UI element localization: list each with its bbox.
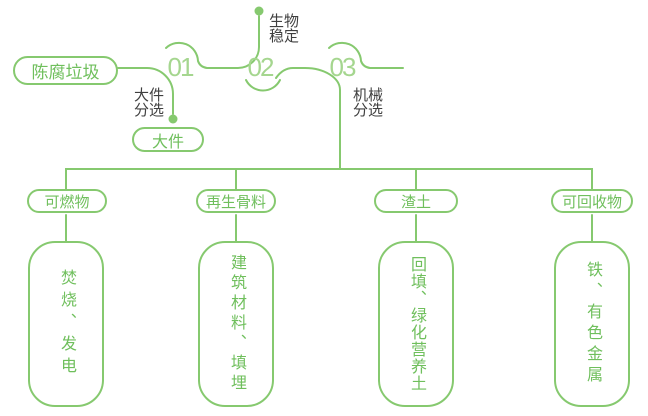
step-number-2: 02 xyxy=(247,51,275,82)
branch-line xyxy=(65,168,593,190)
arc-under-step2 xyxy=(245,79,281,92)
line-step2-to-step3-down xyxy=(275,67,341,170)
step-label-mechanical-sorting: 机械分选 xyxy=(353,87,384,119)
dot-above-output xyxy=(168,114,178,124)
output-node-bulky-items: 大件 xyxy=(132,127,204,152)
result-node-backfill: 回填、绿化营养土 xyxy=(378,241,454,407)
source-node: 陈腐垃圾 xyxy=(13,56,118,85)
dot-above-step2 xyxy=(254,6,264,16)
step-label-bio-stabilization: 生物稳定 xyxy=(269,13,300,45)
result-text: 建筑材料、填埋 xyxy=(228,254,245,394)
result-text: 焚烧、发电 xyxy=(58,269,75,379)
step-number-1: 01 xyxy=(167,51,195,82)
category-node-slag-soil: 渣土 xyxy=(374,189,458,213)
category-node-combustibles: 可燃物 xyxy=(27,189,107,213)
result-node-building-materials: 建筑材料、填埋 xyxy=(198,241,274,407)
result-text: 铁、有色金属 xyxy=(584,261,601,387)
result-node-incineration: 焚烧、发电 xyxy=(28,241,104,407)
arc-step1-to-step2-up xyxy=(165,15,260,69)
line-source-to-step1-hook xyxy=(117,67,174,115)
result-node-metals: 铁、有色金属 xyxy=(554,241,630,407)
step-label-bulky-sorting: 大件分选 xyxy=(134,87,165,119)
category-node-recyclables: 可回收物 xyxy=(551,189,633,213)
step-number-3: 03 xyxy=(329,51,357,82)
result-text: 回填、绿化营养土 xyxy=(408,256,425,392)
category-node-recycled-aggregate: 再生骨料 xyxy=(196,189,276,213)
arc-step3-exit xyxy=(328,41,404,69)
